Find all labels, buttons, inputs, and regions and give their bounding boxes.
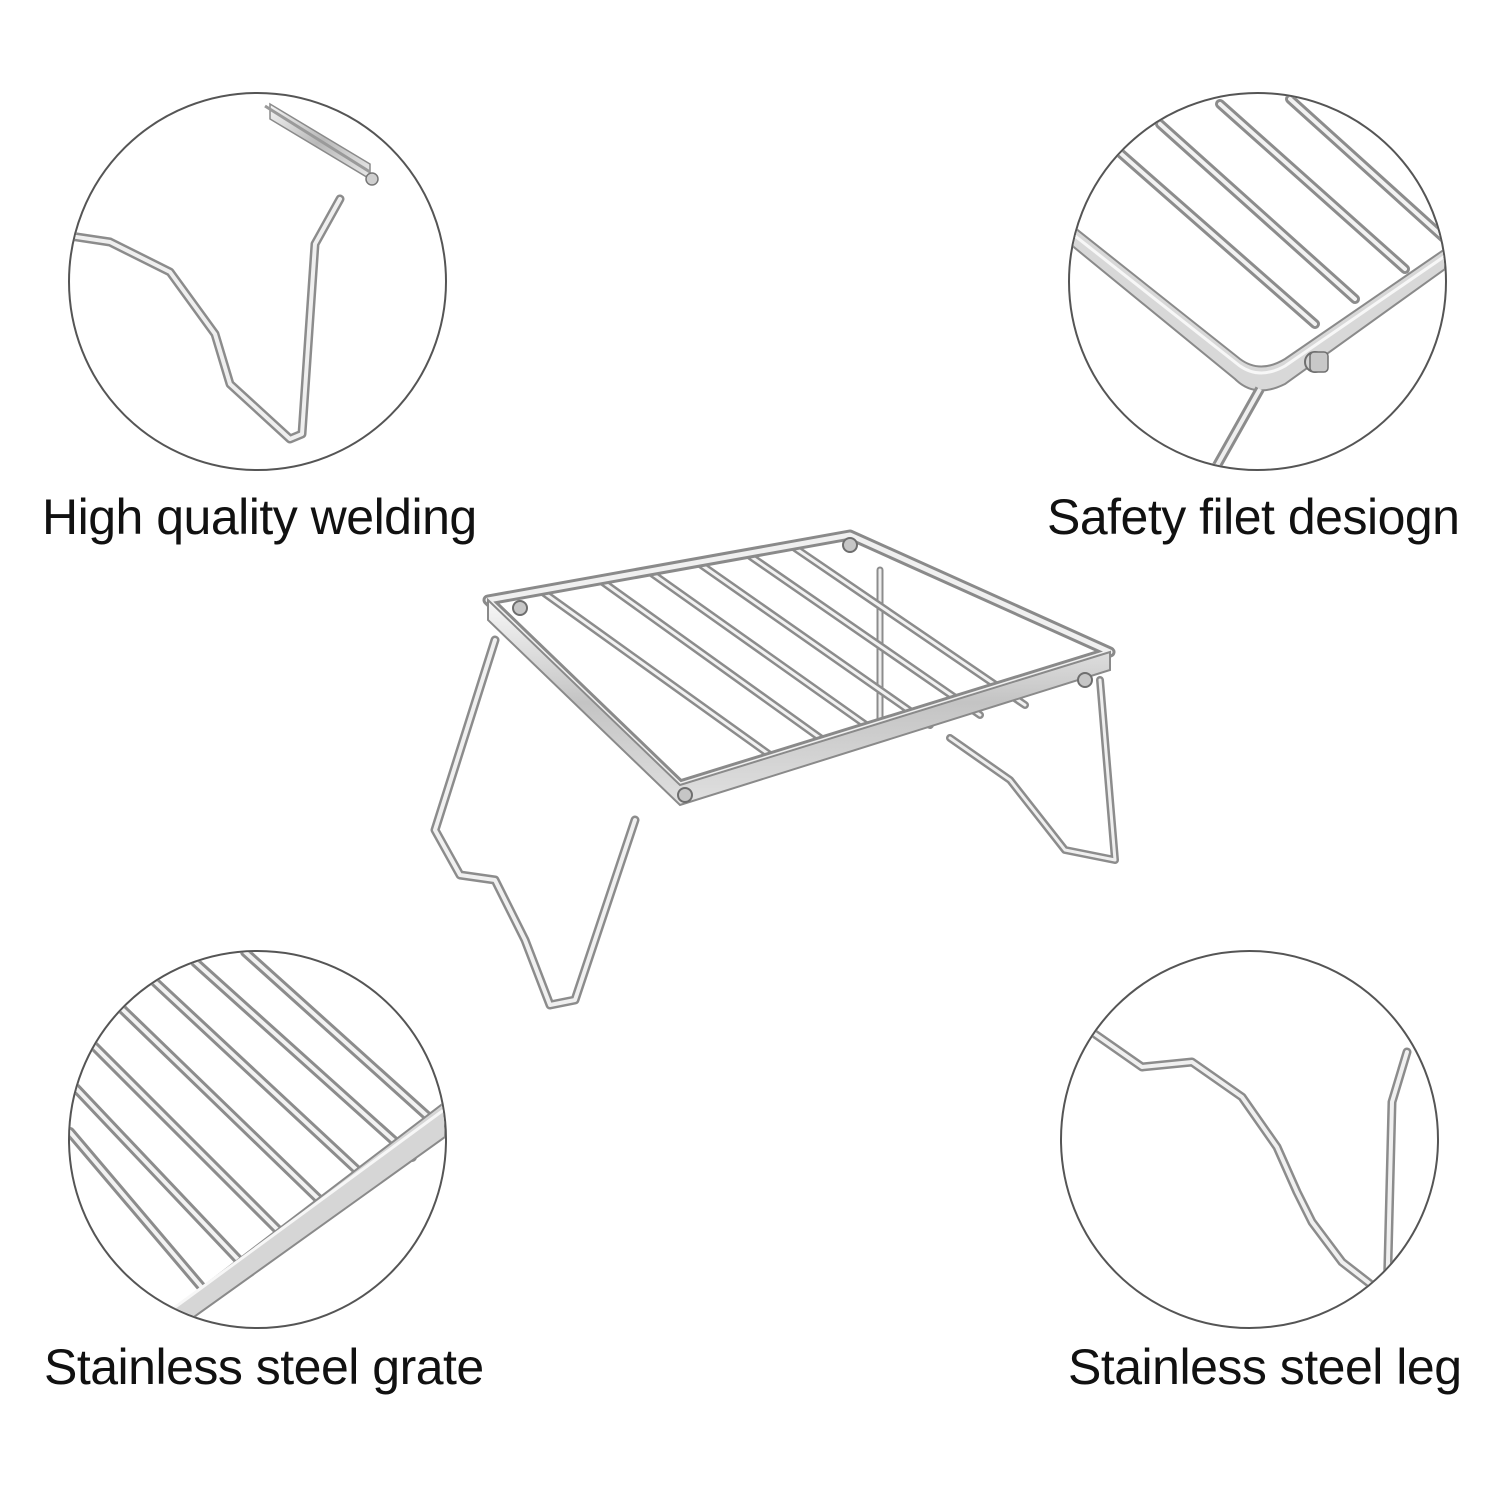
caption-high-quality-welding: High quality welding — [42, 489, 477, 545]
safety-fillet-detail-image — [1070, 94, 1445, 469]
caption-stainless-steel-grate: Stainless steel grate — [44, 1339, 484, 1395]
detail-leg-circle — [1060, 950, 1439, 1329]
detail-safety-fillet-circle — [1068, 92, 1447, 471]
welding-detail-image — [70, 102, 379, 444]
leg-detail-image — [1087, 1027, 1412, 1307]
grate-detail-image — [70, 952, 445, 1327]
caption-stainless-steel-leg: Stainless steel leg — [1068, 1339, 1462, 1395]
detail-welding-circle — [68, 92, 447, 471]
detail-grate-circle — [68, 950, 447, 1329]
caption-safety-fillet-design: Safety filet desiogn — [1047, 489, 1460, 545]
folding-grill-stand-image — [430, 529, 1119, 1010]
